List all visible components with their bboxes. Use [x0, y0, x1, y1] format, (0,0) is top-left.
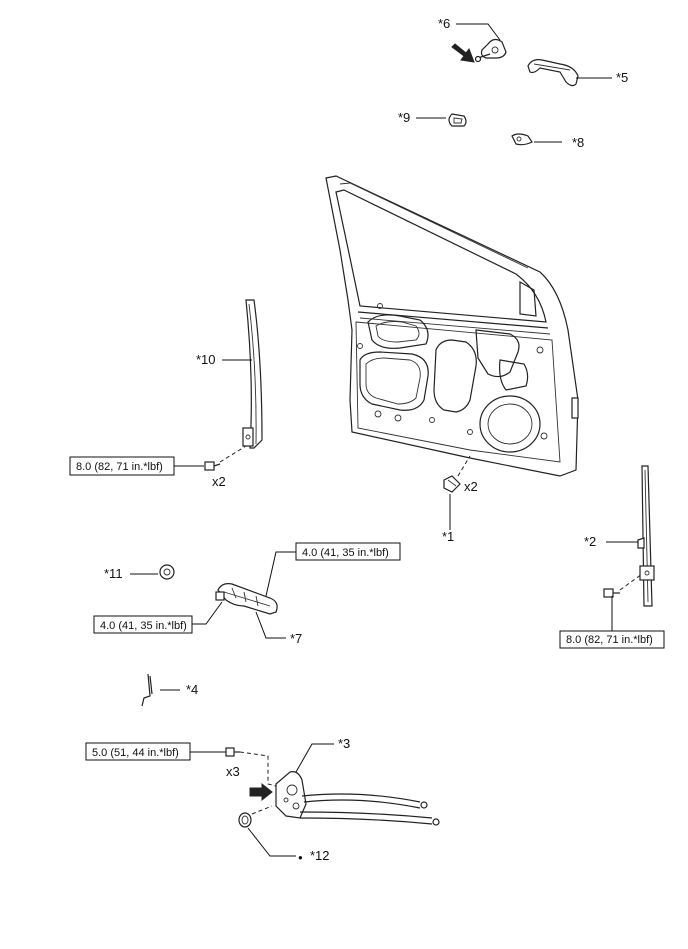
label-part-7: *7 [290, 631, 302, 646]
door-panel [325, 175, 579, 477]
label-part-2: *2 [584, 534, 596, 549]
part-10-run-channel [242, 299, 263, 449]
label-part-11: *11 [104, 566, 123, 581]
part-9-pad [448, 113, 467, 127]
leader-lines [130, 23, 652, 857]
part-8-pad [511, 133, 533, 146]
label-part-9: *9 [398, 110, 410, 125]
torque-box-7-upper: 4.0 (41, 35 in.*lbf) [295, 542, 401, 561]
label-part-1: *1 [442, 529, 454, 544]
svg-text:4.0 (41, 35 in.*lbf): 4.0 (41, 35 in.*lbf) [100, 620, 187, 632]
label-part-3: *3 [338, 736, 350, 751]
install-direction-arrow-icon [451, 43, 475, 63]
label-part-6: *6 [438, 16, 450, 31]
bolt-3 [225, 747, 240, 757]
svg-text:4.0 (41, 35 in.*lbf): 4.0 (41, 35 in.*lbf) [302, 547, 389, 559]
label-part-5: *5 [616, 70, 628, 85]
label-part-12: *12 [310, 848, 330, 863]
label-part-10: *10 [196, 352, 216, 367]
part-4-rod [141, 673, 153, 707]
part-7-inside-handle [215, 583, 278, 615]
qty-bolt-3: x3 [226, 764, 240, 779]
torque-box-3: 5.0 (51, 44 in.*lbf) [85, 742, 191, 761]
part-1-clip [443, 475, 461, 493]
bolt-2 [603, 588, 620, 598]
part-3-door-lock [275, 771, 440, 826]
part-11-cap [159, 564, 175, 580]
part-6-handle-frame [474, 38, 507, 63]
svg-text:8.0 (82, 71 in.*lbf): 8.0 (82, 71 in.*lbf) [76, 461, 163, 473]
svg-text:8.0 (82, 71 in.*lbf): 8.0 (82, 71 in.*lbf) [566, 634, 653, 646]
part-12-seal [238, 812, 252, 828]
torque-box-7-lower: 4.0 (41, 35 in.*lbf) [93, 615, 193, 634]
qty-bolt-10: x2 [212, 474, 226, 489]
torque-box-10: 8.0 (82, 71 in.*lbf) [69, 456, 175, 476]
label-part-8: *8 [572, 135, 584, 150]
torque-box-2: 8.0 (82, 71 in.*lbf) [559, 630, 665, 649]
qty-bolt-1: x2 [464, 479, 478, 494]
part-2-run-channel [637, 465, 655, 607]
bolt-10 [204, 461, 221, 471]
part-5-outside-handle [527, 59, 579, 87]
install-direction-arrow-icon [249, 782, 273, 802]
label-part-4: *4 [186, 682, 198, 697]
svg-text:5.0 (51, 44 in.*lbf): 5.0 (51, 44 in.*lbf) [92, 747, 179, 759]
bullet-marker: ● [298, 853, 303, 862]
